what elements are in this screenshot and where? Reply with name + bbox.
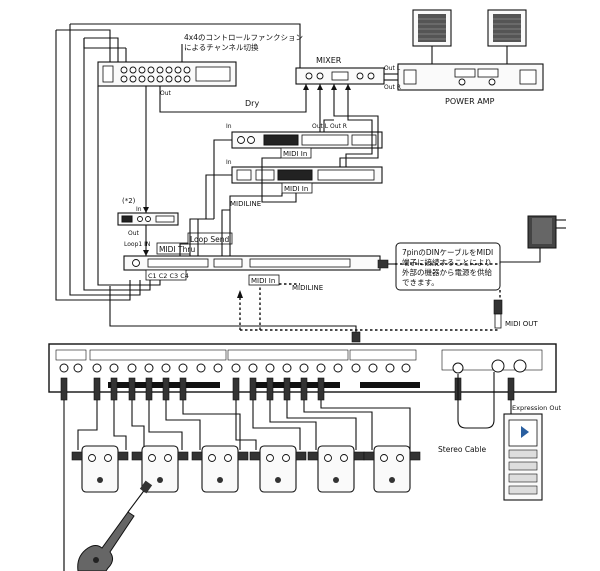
effect-pedal-icon [249, 445, 307, 493]
rack-unit-icon [123, 255, 381, 271]
c1-c4-label: C1 C2 C3 C4 [148, 272, 189, 280]
midiline-label-1: MIDILINE [230, 200, 261, 208]
mixer-icon [295, 67, 385, 85]
rack-unit-icon [231, 131, 383, 149]
effect-pedal-icon [131, 445, 189, 493]
mixer-out-l-label: Out L [384, 65, 401, 72]
loop1-in-label: Loop1 IN [124, 241, 150, 248]
controller-midi-in-tag: MIDI In [248, 274, 280, 286]
guitar-icon [77, 480, 153, 571]
rack1-out-r-label: Out R [330, 123, 347, 130]
midi-thru-label: MIDI Thru [159, 245, 195, 254]
expression-out-label: Expression Out [512, 404, 562, 412]
effect-pedal-icon [307, 445, 365, 493]
mixer-label: MIXER [316, 56, 342, 65]
stereo-cable-label: Stereo Cable [438, 445, 486, 454]
din-note-line1: 7pinのDINケーブルをMIDI [402, 247, 493, 257]
mixer-out-r-label: Out R [384, 84, 401, 91]
rack1-in-label: In [226, 123, 232, 130]
pedal-cables [63, 400, 411, 571]
midi-out-label: MIDI OUT [505, 320, 538, 328]
din-note-line4: できます。 [402, 278, 439, 287]
power-adapter-icon [499, 215, 566, 264]
small-unit-in-label: In [136, 206, 142, 213]
rack2-midi-in-label: MIDI In [284, 185, 308, 193]
power-amp-icon [397, 63, 544, 91]
rack-unit-icon [117, 212, 179, 226]
speaker-icon [412, 9, 452, 47]
rack2-in-label: In [226, 159, 232, 166]
control-note-line1: 4x4のコントロールファンクション [184, 33, 303, 42]
note-2-label: (*2) [122, 197, 136, 205]
small-unit-out-label: Out [128, 230, 140, 237]
speaker-icon [487, 9, 527, 47]
controller-midi-in-label: MIDI In [251, 277, 275, 285]
midiline-label-2: MIDILINE [292, 284, 323, 292]
loop-send-tag: Loop Send [187, 232, 233, 245]
rack1-midi-in: MIDI In [280, 147, 312, 159]
control-note-line2: によるチャンネル切換 [184, 42, 259, 52]
main-jacks [59, 359, 527, 374]
effect-pedal-icon [363, 445, 421, 493]
switcher-out-label: Out [160, 90, 172, 97]
din-note-line3: 外部の機器から電源を供給 [402, 267, 492, 277]
effect-pedal-icon [191, 445, 249, 493]
dry-label: Dry [245, 99, 259, 108]
rack2-midi-in: MIDI In [281, 182, 313, 194]
din-note-box: 7pinのDINケーブルをMIDI 端子に接続することにより 外部の機器から電源… [395, 242, 501, 291]
effect-pedal-icon [71, 445, 129, 493]
midi-out-plug [493, 299, 503, 329]
mixer-inputs [303, 84, 351, 102]
expression-pedal-icon [503, 413, 543, 501]
rack1-midi-in-label: MIDI In [283, 150, 307, 158]
power-amp-label: POWER AMP [445, 97, 495, 106]
c1-c4-tag: C1 C2 C3 C4 [145, 269, 189, 281]
din-note-line2: 端子に接続することにより [402, 257, 492, 267]
jack-plugs [60, 377, 515, 401]
rack-unit-icon [231, 166, 383, 184]
rack-unit-icon [97, 61, 237, 87]
loop-send-label: Loop Send [190, 235, 229, 244]
